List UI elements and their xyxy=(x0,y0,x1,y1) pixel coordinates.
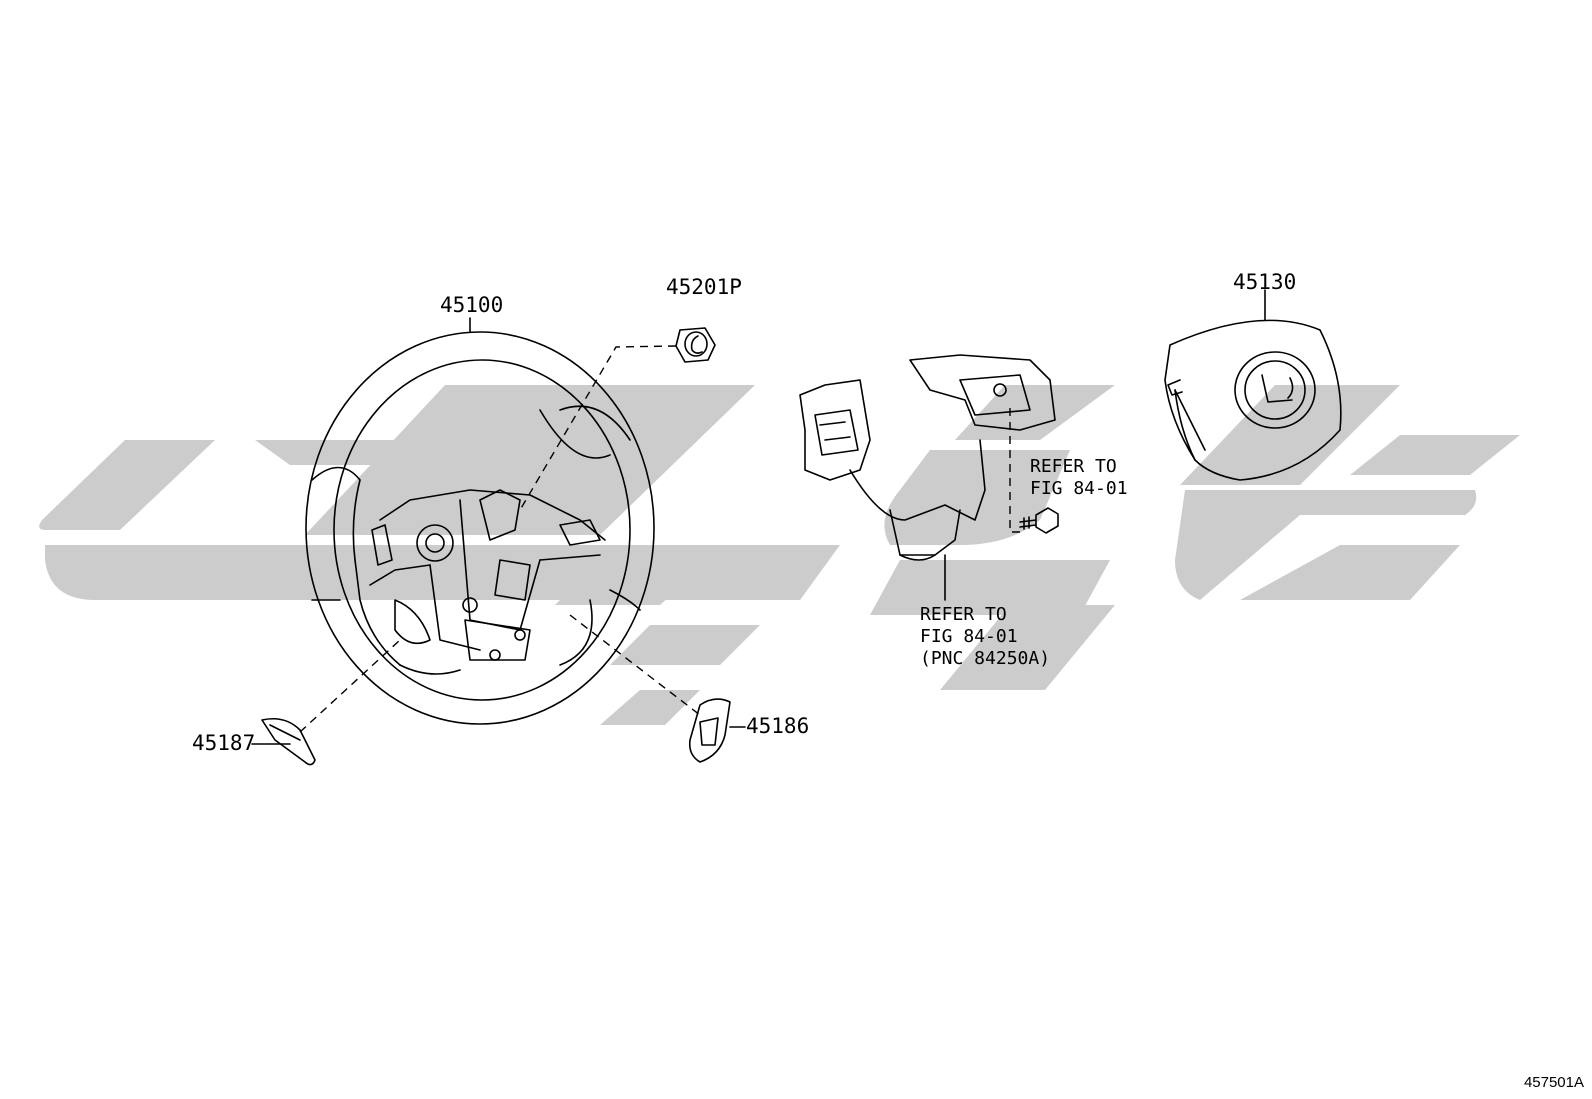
note-switch-assembly-line-3: (PNC 84250A) xyxy=(920,648,1051,669)
note-switch-assembly-line-1: REFER TO xyxy=(920,604,1007,625)
nut-drawing xyxy=(675,327,716,363)
label-45187: 45187 xyxy=(192,731,256,755)
label-45186: 45186 xyxy=(746,714,810,738)
dashed-connector-nut xyxy=(519,345,677,511)
airbag-drawing xyxy=(1164,319,1342,481)
cover-45186-drawing xyxy=(688,698,731,763)
note-switch-bolt-line-2: FIG 84-01 xyxy=(1030,478,1128,499)
dashed-connector-45187 xyxy=(299,639,401,733)
note-switch-assembly-line-2: FIG 84-01 xyxy=(920,626,1018,647)
dashed-connector-bolt xyxy=(1009,408,1020,533)
cover-45187-drawing xyxy=(261,717,316,766)
figure-id: 457501A xyxy=(1523,1074,1584,1091)
bolt-drawing xyxy=(1019,507,1059,534)
label-45201p: 45201P xyxy=(666,275,742,299)
label-45100: 45100 xyxy=(440,293,504,317)
note-switch-bolt: REFER TO FIG 84-01 xyxy=(1030,456,1128,500)
note-switch-assembly: REFER TO FIG 84-01 (PNC 84250A) xyxy=(920,604,1050,670)
switch-assembly-drawing xyxy=(799,354,1056,601)
note-switch-bolt-line-1: REFER TO xyxy=(1030,456,1117,477)
label-45130: 45130 xyxy=(1233,270,1297,294)
steering-wheel-drawing xyxy=(305,331,655,725)
watermark-logo xyxy=(39,385,1520,725)
